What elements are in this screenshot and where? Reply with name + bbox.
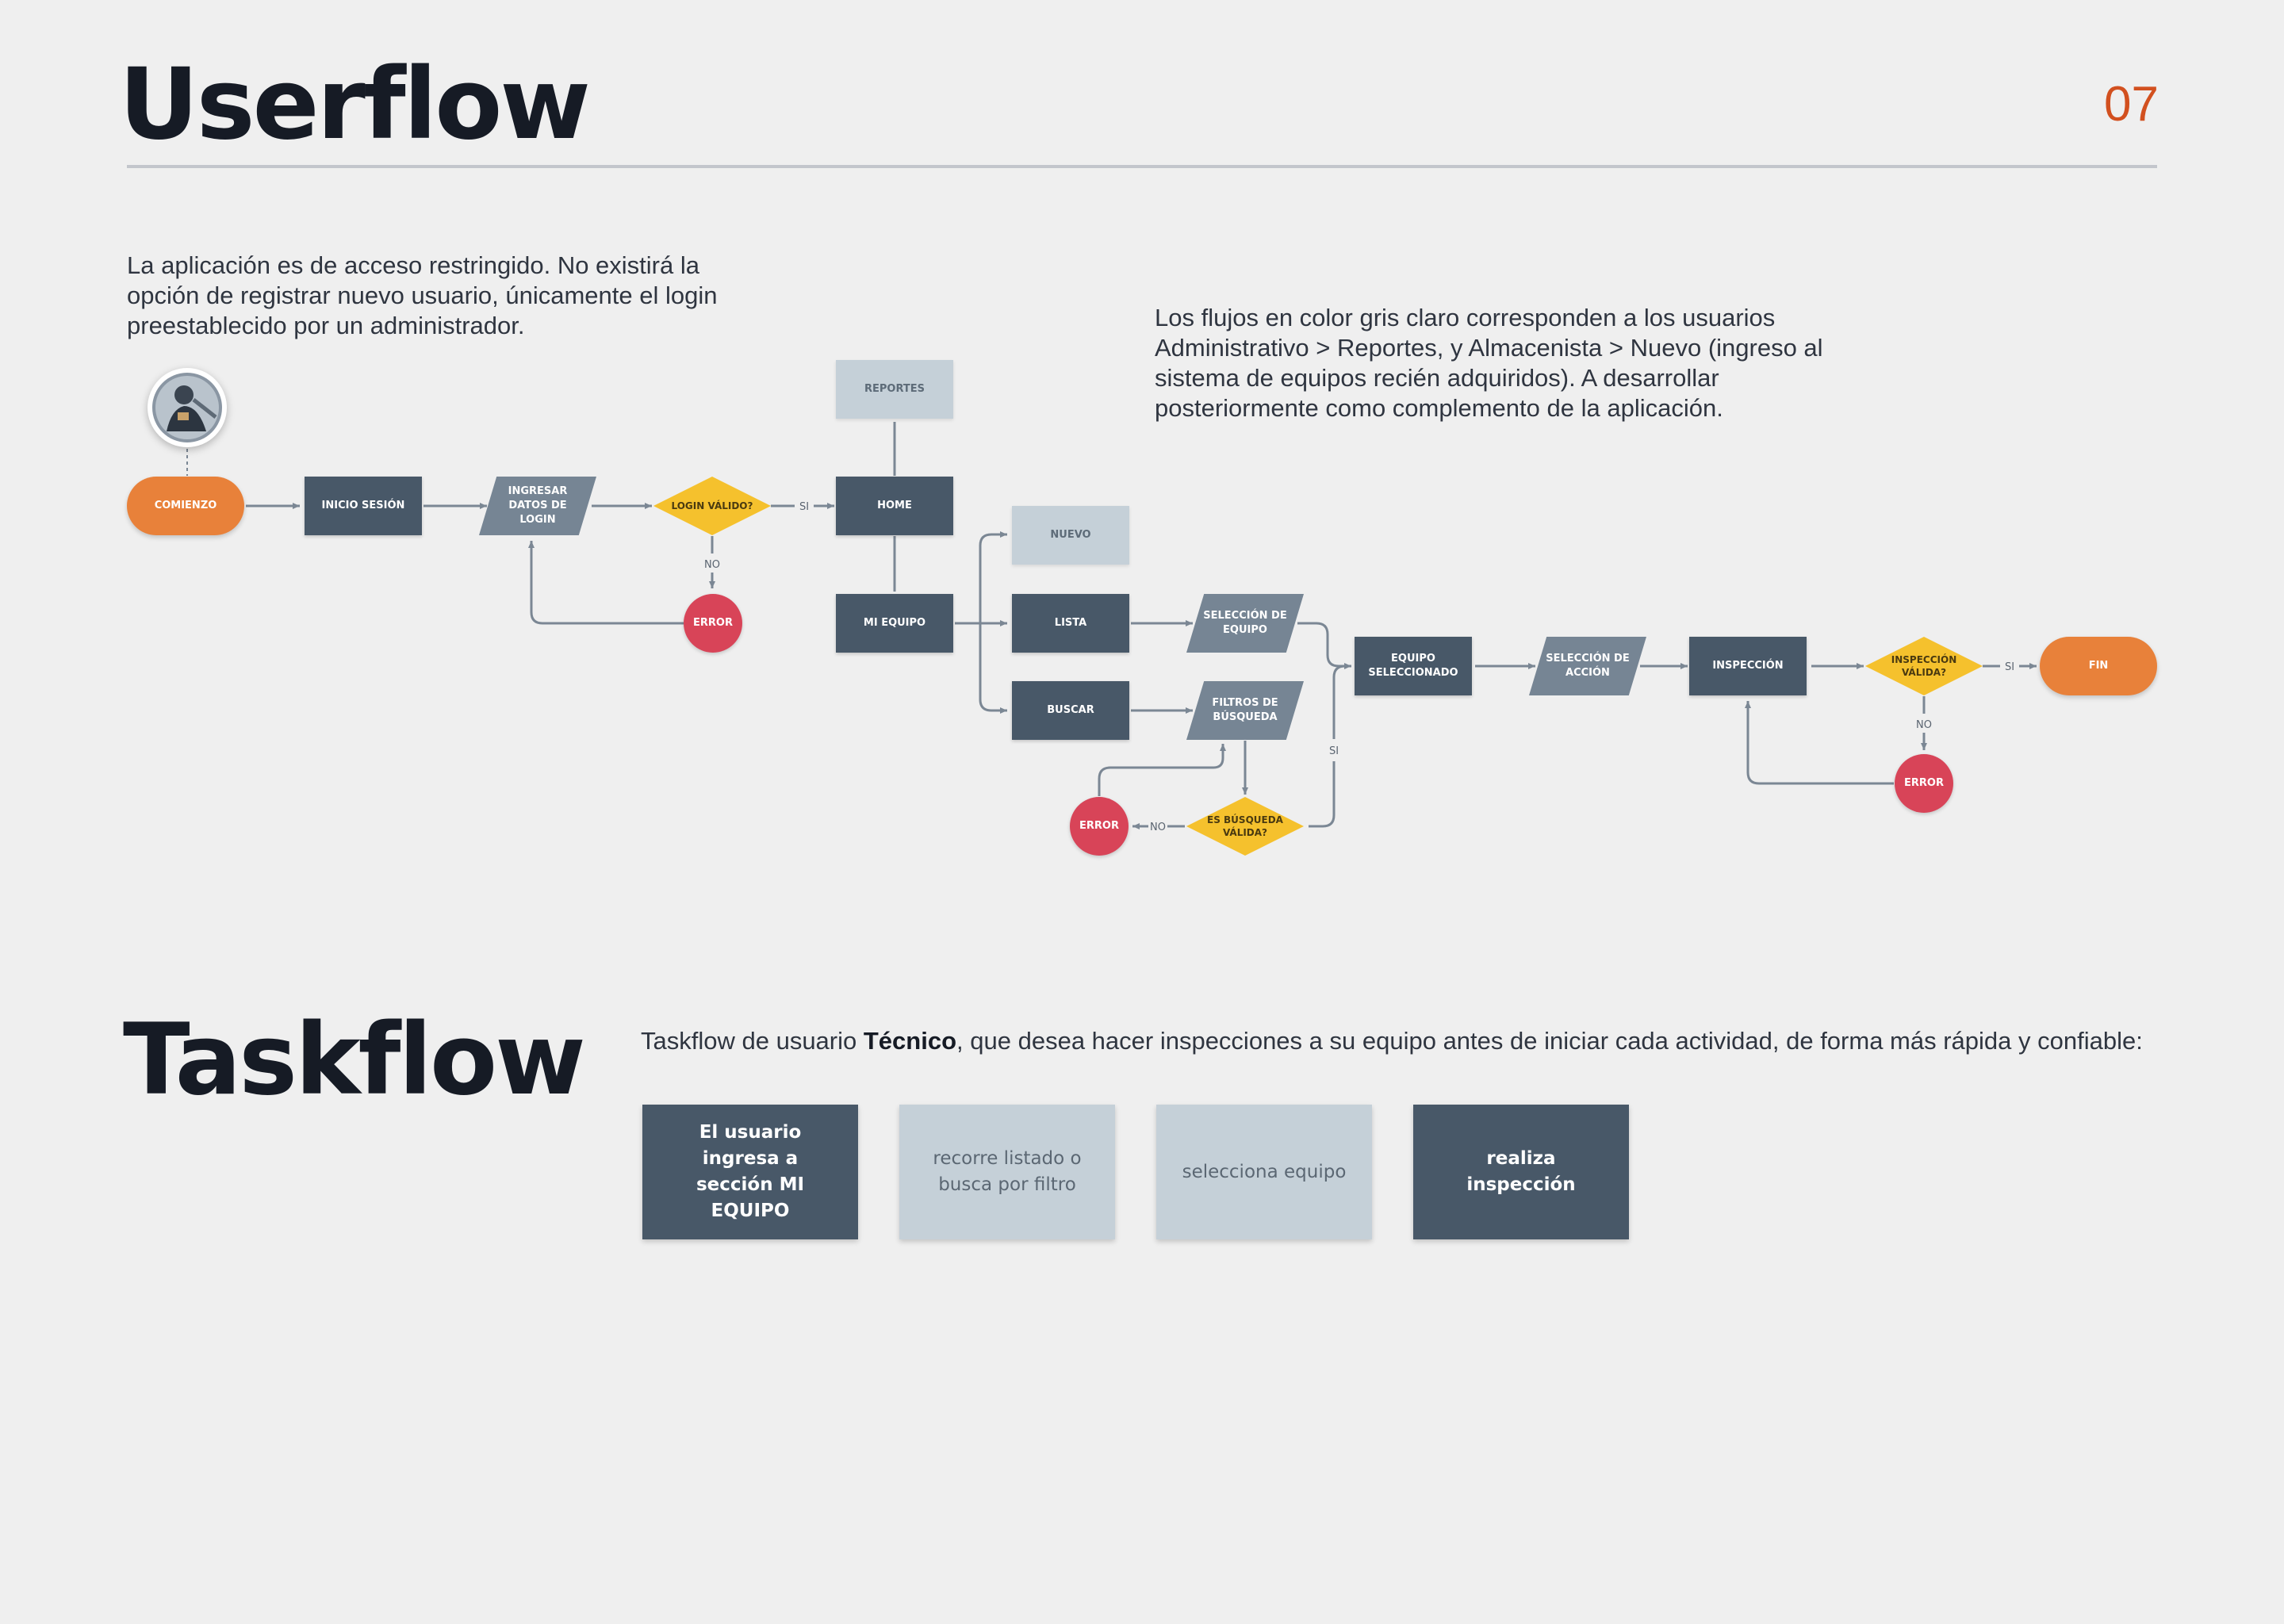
task-card-line: selecciona equipo — [1182, 1161, 1347, 1182]
node-seleccion-equipo: SELECCIÓN DE EQUIPO — [1186, 594, 1304, 653]
node-label-line: SELECCIONADO — [1368, 667, 1458, 679]
header-divider — [127, 165, 2157, 168]
node-error-inspeccion: ERROR — [1895, 754, 1953, 813]
connector-error-filtros — [1098, 744, 1226, 796]
taskflow-intro-post: , que desea hacer inspecciones a su equi… — [956, 1027, 2143, 1055]
node-label-line: FILTROS DE — [1212, 697, 1278, 709]
connector-branch-nuevo — [979, 531, 1007, 623]
node-label-line: INSPECCIÓN — [1891, 654, 1957, 665]
edge-label-si-inspeccion: SI — [2005, 661, 2014, 673]
node-label-line: DATOS DE — [508, 500, 567, 511]
user-avatar — [148, 368, 227, 447]
flow-connectors: SI NO NO SI SI NO — [186, 422, 2037, 833]
node-label-line: VÁLIDA? — [1901, 667, 1947, 678]
node-label-line: SELECCIÓN DE — [1203, 610, 1287, 622]
node-nuevo: NUEVO — [1012, 506, 1129, 565]
task-card-line: realiza inspección — [1466, 1148, 1576, 1195]
taskflow-title: Taskflow — [123, 1003, 586, 1117]
node-label-line: SELECCIÓN DE — [1546, 653, 1630, 665]
edge-label-no-inspeccion: NO — [1916, 719, 1932, 731]
node-lista: LISTA — [1012, 594, 1129, 653]
node-fin: FIN — [2040, 637, 2157, 695]
node-home: HOME — [836, 477, 953, 535]
node-label-line: EQUIPO — [1391, 653, 1435, 665]
edge-label-si-login: SI — [799, 501, 809, 513]
node-equipo-seleccionado: EQUIPO SELECCIONADO — [1355, 637, 1472, 695]
connector-seleccion-equipo-sel — [1297, 622, 1351, 669]
node-buscar: BUSCAR — [1012, 681, 1129, 740]
taskflow-intro-user-role: Técnico — [863, 1027, 957, 1055]
task-card-1: El usuario ingresa a sección MI EQUIPO — [642, 1105, 858, 1239]
node-reportes: REPORTES — [836, 360, 953, 419]
node-inspeccion: INSPECCIÓN — [1689, 637, 1807, 695]
userflow-note-text: Los flujos en color gris claro correspon… — [1155, 304, 1823, 422]
edge-label-si-busqueda: SI — [1329, 745, 1339, 757]
node-error-busqueda: ERROR — [1070, 797, 1129, 856]
taskflow-intro-pre: Taskflow de usuario — [641, 1027, 864, 1055]
node-label-line: VÁLIDA? — [1222, 827, 1268, 838]
task-card-3: selecciona equipo — [1156, 1105, 1372, 1239]
node-label-line: ES BÚSQUEDA — [1207, 814, 1283, 825]
node-label-line: BÚSQUEDA — [1213, 711, 1278, 723]
userflow-title: Userflow — [119, 48, 591, 162]
connector-busqueda-equipo-sel-b — [1332, 665, 1346, 739]
node-inicio-sesion: INICIO SESIÓN — [305, 477, 422, 535]
task-card-line: sección MI EQUIPO — [696, 1174, 805, 1221]
node-filtros-busqueda: FILTROS DE BÚSQUEDA — [1186, 681, 1304, 740]
node-label-line: INGRESAR — [508, 485, 568, 497]
task-card-line: recorre listado o — [933, 1148, 1082, 1169]
connector-branch-buscar — [979, 623, 1007, 714]
taskflow-intro-text: Taskflow de usuario Técnico, que desea h… — [641, 1026, 2157, 1056]
node-comienzo: COMIENZO — [127, 477, 244, 535]
page-number: 07 — [2104, 77, 2159, 132]
task-card-2: recorre listado o busca por filtro — [899, 1105, 1115, 1239]
node-label-line: LOGIN — [519, 514, 556, 526]
userflow-intro-text: La aplicación es de acceso restringido. … — [127, 251, 718, 339]
edge-label-no-busqueda: NO — [1150, 822, 1166, 833]
task-card-line: El usuario ingresa a — [699, 1122, 802, 1169]
task-card-4: realiza inspección — [1413, 1105, 1629, 1239]
task-card-line: busca por filtro — [938, 1174, 1076, 1195]
node-label-line: ACCIÓN — [1565, 667, 1610, 679]
node-label-line: EQUIPO — [1223, 624, 1267, 636]
connector-error-inspeccion — [1745, 701, 1894, 785]
connector-busqueda-equipo-sel-a — [1309, 761, 1336, 828]
node-ingresar-datos-login: INGRESAR DATOS DE LOGIN — [479, 477, 596, 535]
node-error-login: ERROR — [684, 594, 742, 653]
connector-error-ingresar — [528, 541, 684, 625]
node-seleccion-accion: SELECCIÓN DE ACCIÓN — [1529, 637, 1646, 695]
node-mi-equipo: MI EQUIPO — [836, 594, 953, 653]
edge-label-no-login: NO — [704, 559, 720, 571]
